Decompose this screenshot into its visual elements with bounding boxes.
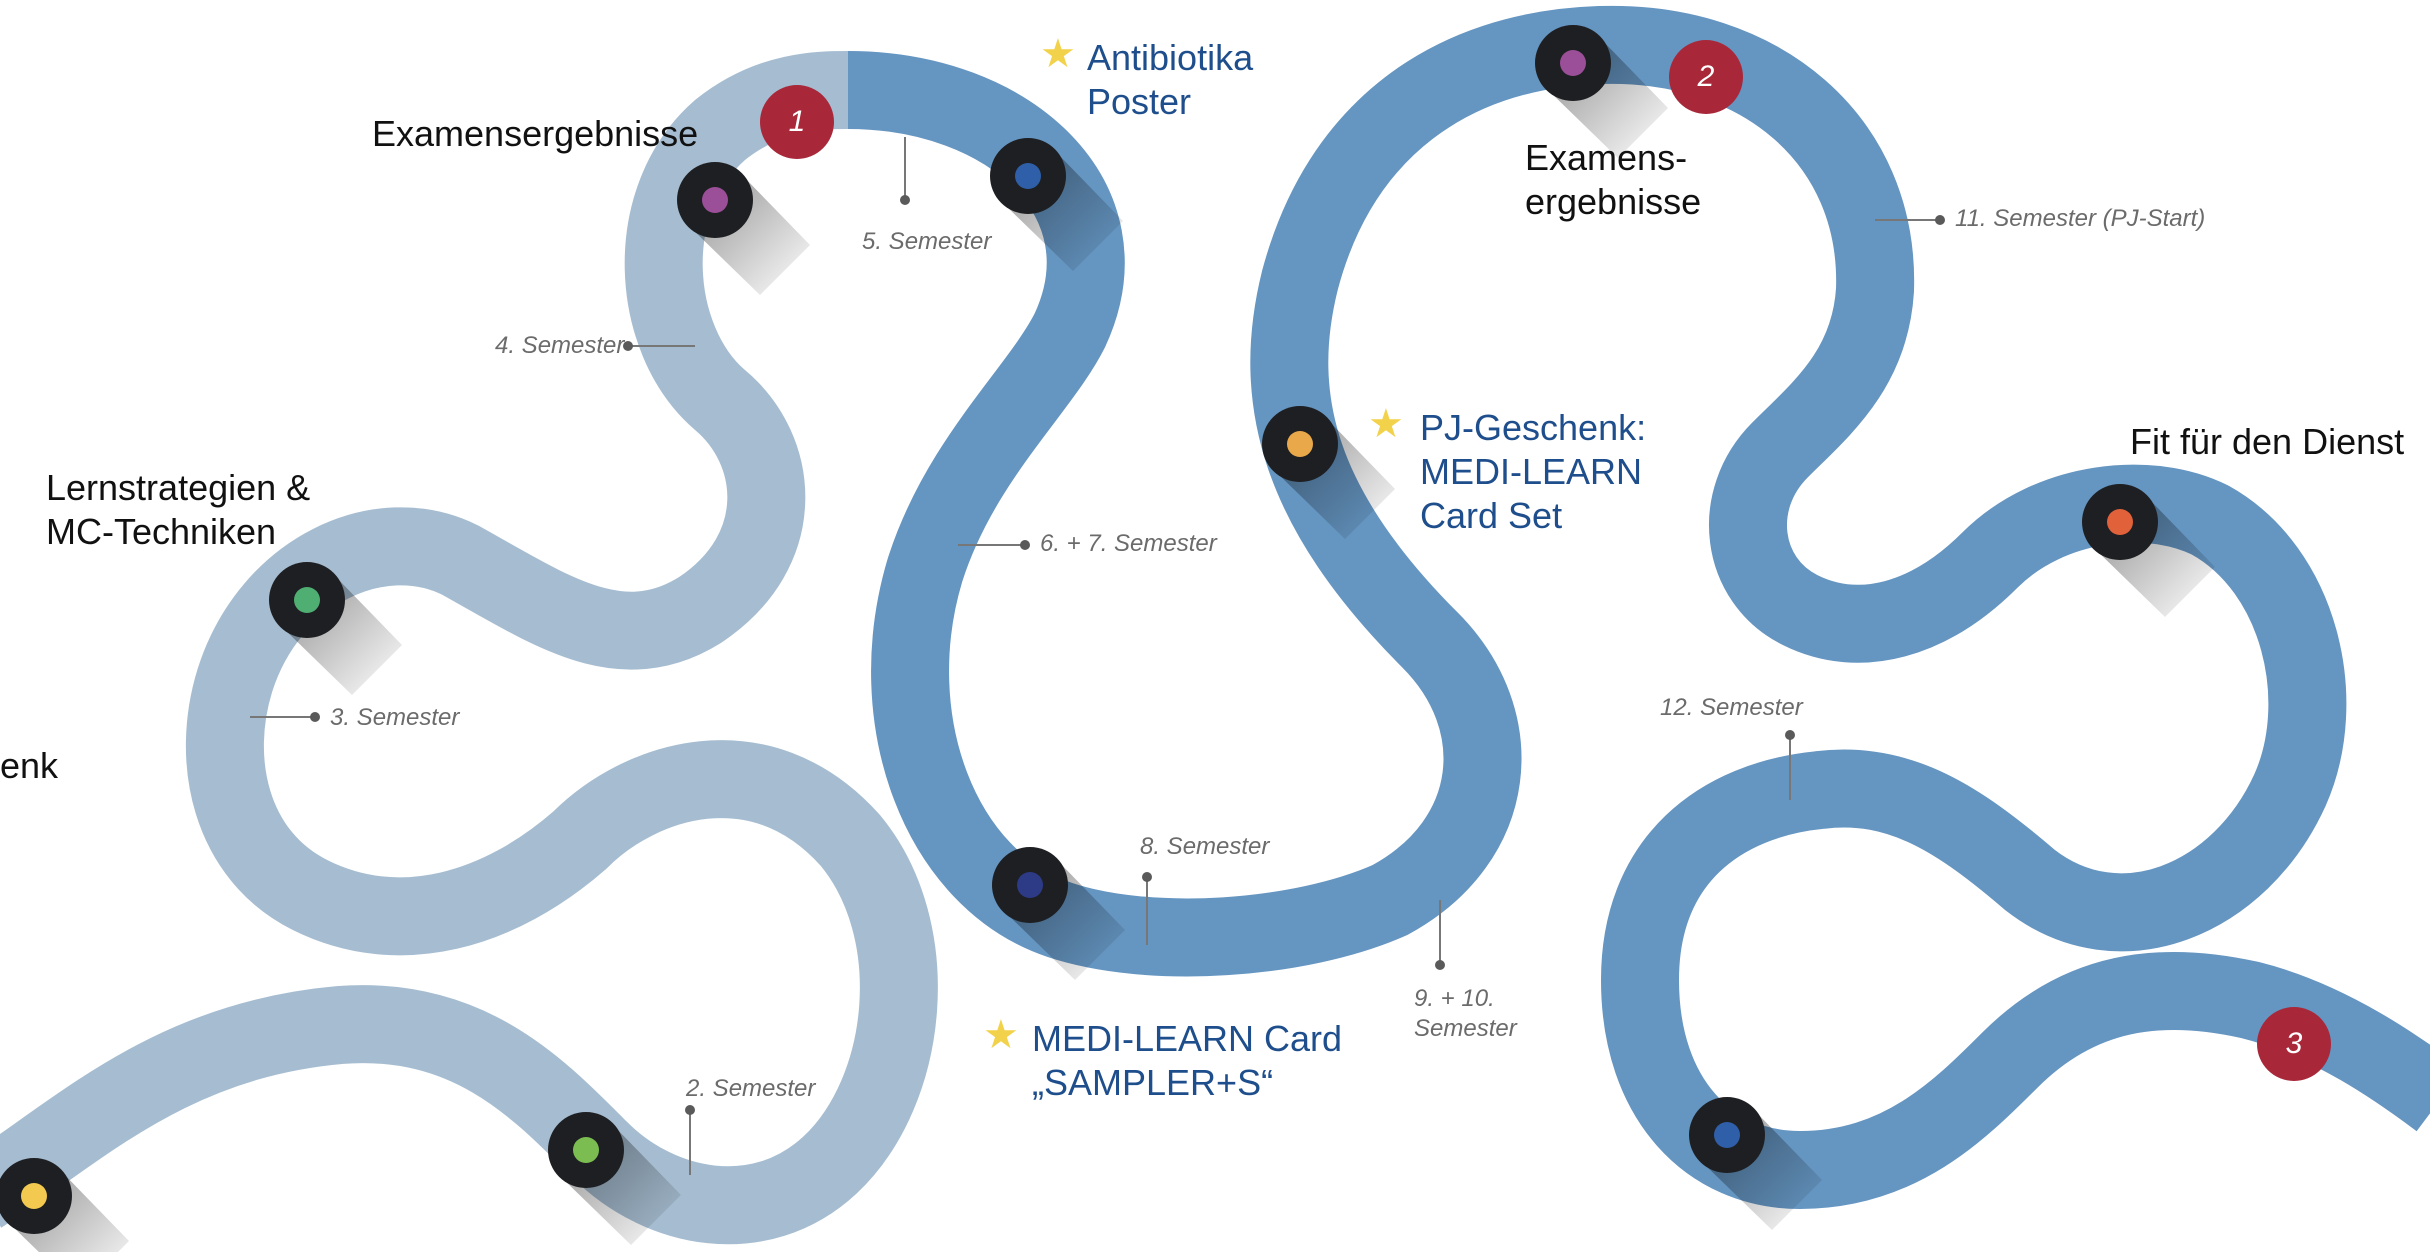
marker-blue-1[interactable] <box>990 138 1123 271</box>
product-sampler[interactable]: MEDI-LEARN Card „SAMPLER+S“ <box>1032 1018 1343 1103</box>
product-pj-geschenk[interactable]: PJ-Geschenk: MEDI-LEARN Card Set <box>1420 407 1647 536</box>
star-icon: ★ <box>1040 32 1076 76</box>
semester-label-5: 5. Semester <box>862 228 992 255</box>
semester-label-3: 3. Semester <box>330 704 460 731</box>
marker-dot <box>1017 872 1043 898</box>
marker-purple-2[interactable] <box>1535 25 1668 158</box>
star-icon: ★ <box>1368 402 1404 446</box>
badge-1[interactable]: 1 <box>760 85 834 159</box>
semester-label-6-7: 6. + 7. Semester <box>1040 530 1217 557</box>
marker-dot <box>294 587 320 613</box>
marker-dot <box>1015 163 1041 189</box>
semester-label-9-10: 9. + 10. Semester <box>1414 985 1517 1042</box>
semester-label-8: 8. Semester <box>1140 833 1270 860</box>
milestone-lernstrategien: Lernstrategien & MC-Techniken <box>46 467 311 552</box>
semester-label-2: 2. Semester <box>686 1075 816 1102</box>
marker-dot <box>1560 50 1586 76</box>
marker-orange-red[interactable] <box>2082 484 2215 617</box>
milestone-fit-fuer-den-dienst: Fit für den Dienst <box>2130 421 2405 462</box>
marker-dot <box>1287 431 1313 457</box>
semester-label-11: 11. Semester (PJ-Start) <box>1955 205 2206 232</box>
marker-dot <box>21 1183 47 1209</box>
semester-label-12: 12. Semester <box>1660 694 1803 721</box>
badge-2[interactable]: 2 <box>1669 40 1743 114</box>
badge-3[interactable]: 3 <box>2257 1007 2331 1081</box>
milestone-examensergebnisse-2: Examens- ergebnisse <box>1525 137 1702 222</box>
marker-dot <box>702 187 728 213</box>
marker-green-1[interactable] <box>548 1112 681 1245</box>
milestone-cut-off-left: enk <box>0 745 59 786</box>
star-icon: ★ <box>983 1013 1019 1057</box>
marker-navy[interactable] <box>992 847 1125 980</box>
marker-orange-1[interactable] <box>1262 406 1395 539</box>
markers-layer <box>0 25 2215 1252</box>
marker-dot <box>1714 1122 1740 1148</box>
marker-yellow[interactable] <box>0 1158 129 1252</box>
marker-purple-1[interactable] <box>677 162 810 295</box>
product-antibiotika-poster[interactable]: Antibiotika Poster <box>1087 37 1254 122</box>
marker-dot <box>573 1137 599 1163</box>
semester-label-4: 4. Semester <box>495 332 625 359</box>
marker-blue-2[interactable] <box>1689 1097 1822 1230</box>
marker-dot <box>2107 509 2133 535</box>
milestone-examensergebnisse-1: Examensergebnisse <box>372 113 699 154</box>
marker-green-2[interactable] <box>269 562 402 695</box>
